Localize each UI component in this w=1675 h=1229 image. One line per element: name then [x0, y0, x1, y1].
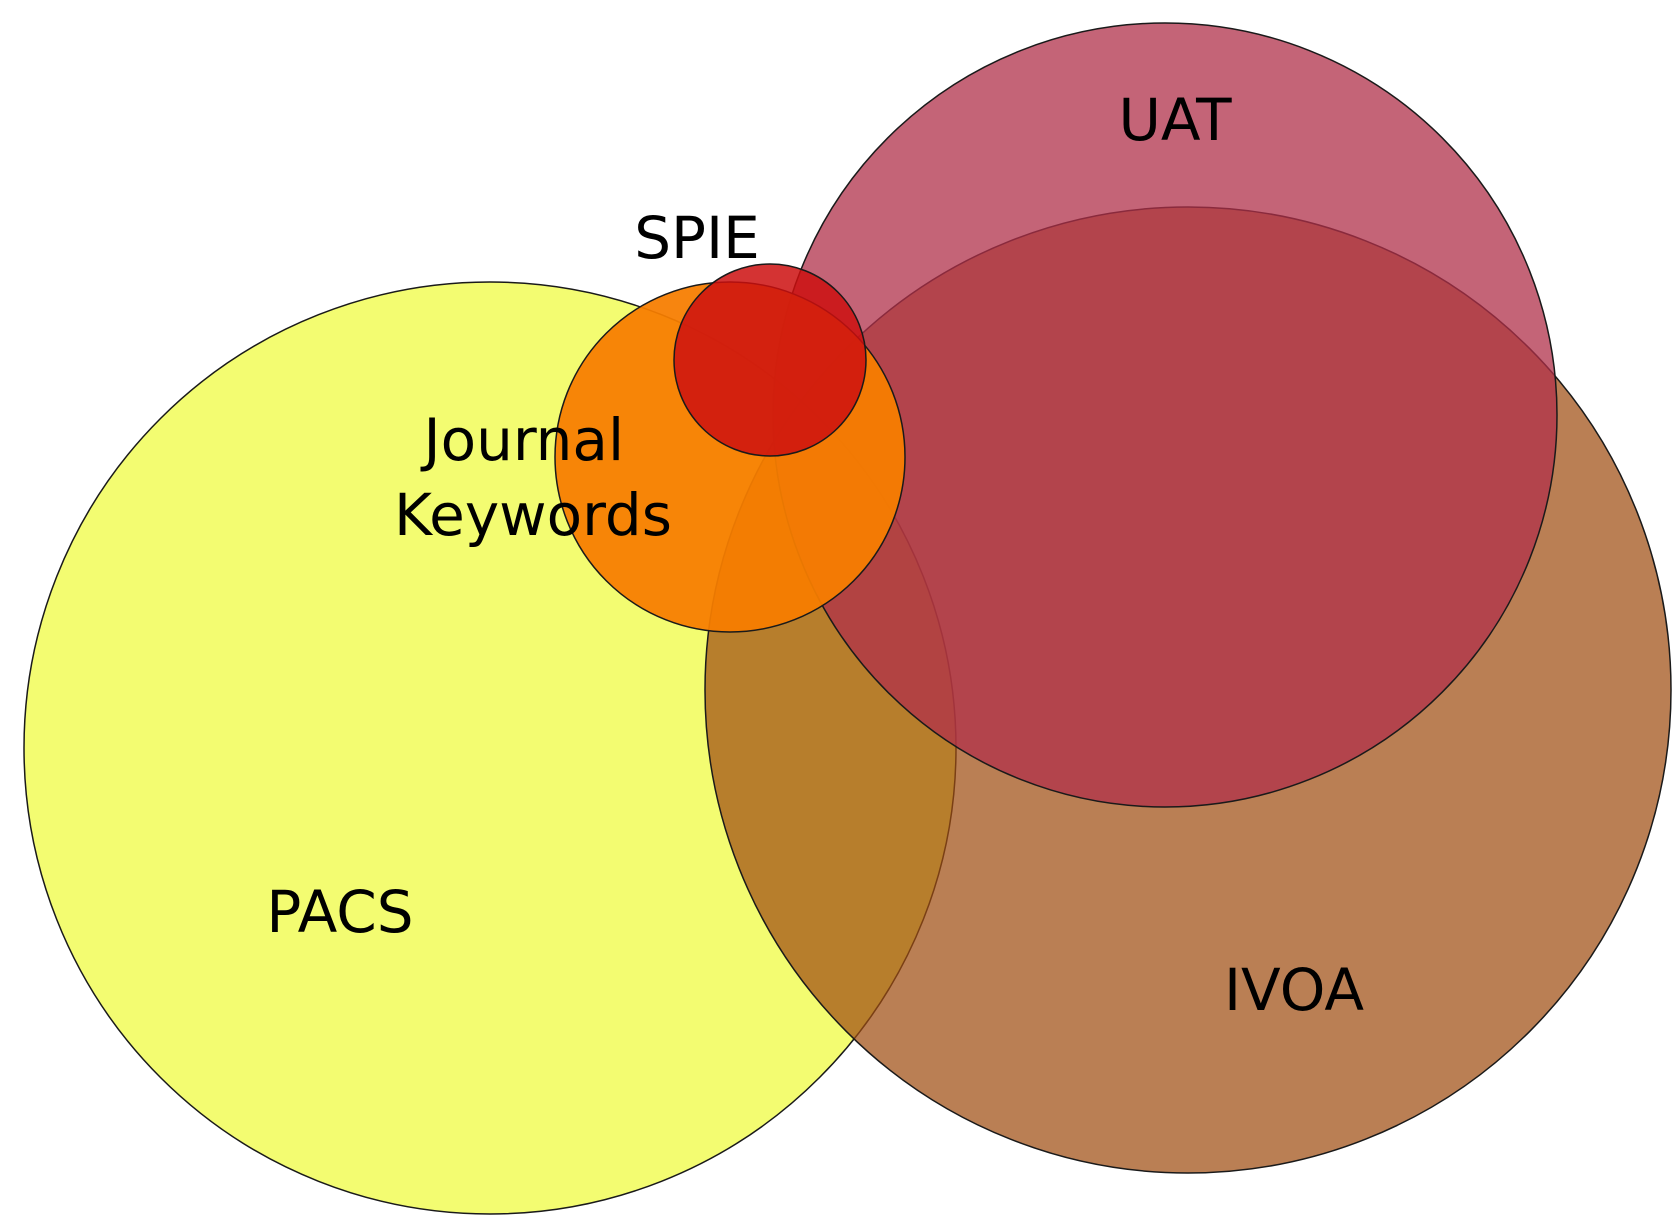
label-ivoa: IVOA: [1224, 956, 1364, 1024]
circles-layer: [23, 22, 1672, 1215]
labels-layer: UAT SPIE Journal Keywords PACS IVOA: [266, 86, 1364, 1024]
label-journal-keywords-line-2: Keywords: [394, 481, 672, 549]
label-spie: SPIE: [634, 204, 760, 272]
label-uat: UAT: [1118, 86, 1232, 154]
label-pacs: PACS: [266, 878, 413, 946]
label-journal-keywords: Journal Keywords: [394, 406, 672, 549]
circle-spie: [673, 263, 867, 457]
label-journal-keywords-line-1: Journal: [420, 406, 624, 474]
